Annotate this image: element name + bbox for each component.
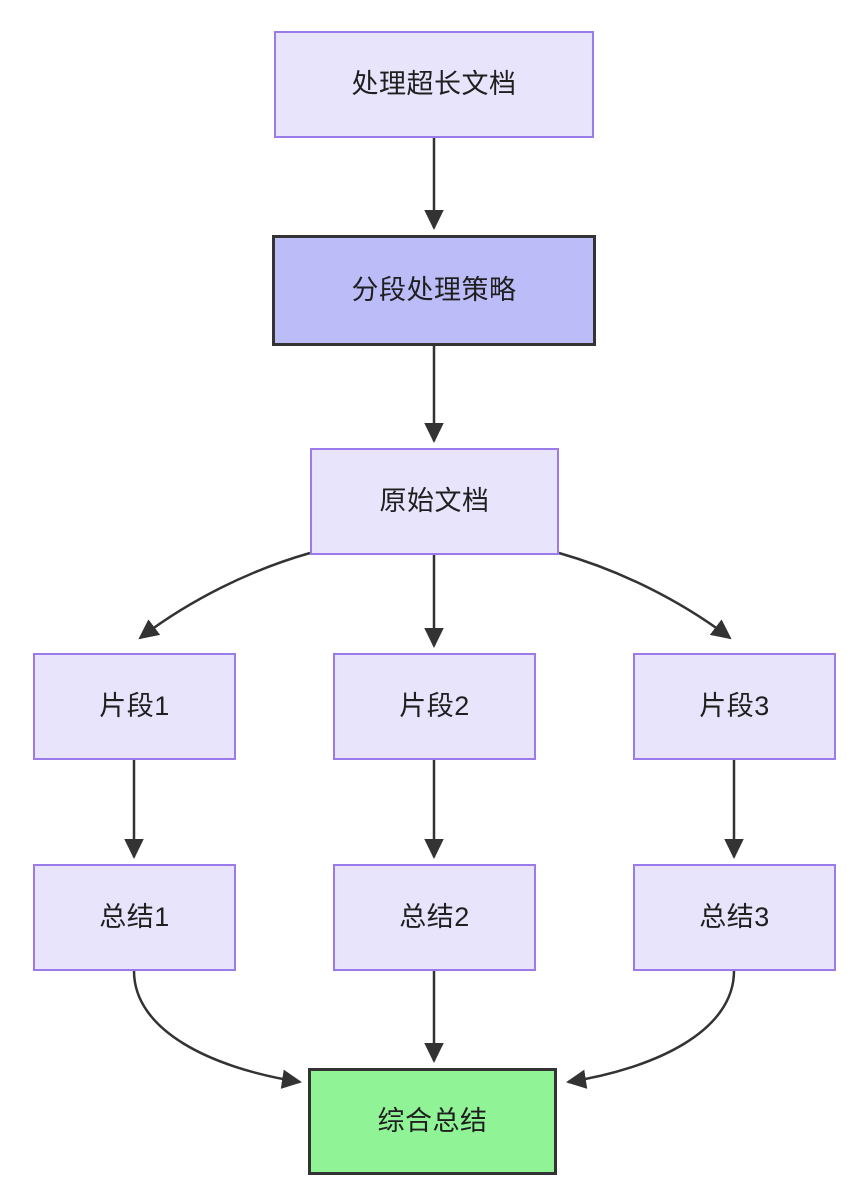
node-label: 片段1 <box>99 691 170 722</box>
node-process-long-document[interactable]: 处理超长文档 <box>274 31 594 138</box>
node-fragment-3[interactable]: 片段3 <box>633 653 836 760</box>
node-original-document[interactable]: 原始文档 <box>310 448 559 555</box>
edge-n3-n4 <box>138 551 311 640</box>
node-label: 综合总结 <box>377 1106 488 1137</box>
node-label: 处理超长文档 <box>351 69 517 100</box>
node-summary-1[interactable]: 总结1 <box>33 864 236 971</box>
node-label: 分段处理策略 <box>351 275 517 306</box>
node-fragment-2[interactable]: 片段2 <box>333 653 536 760</box>
node-summary-3[interactable]: 总结3 <box>633 864 836 971</box>
node-chunking-strategy[interactable]: 分段处理策略 <box>272 235 596 346</box>
node-label: 总结3 <box>699 902 770 933</box>
node-summary-2[interactable]: 总结2 <box>333 864 536 971</box>
node-final-summary[interactable]: 综合总结 <box>308 1068 557 1175</box>
node-fragment-1[interactable]: 片段1 <box>33 653 236 760</box>
edge-n7-n10 <box>132 970 302 1089</box>
node-label: 总结2 <box>399 902 470 933</box>
node-label: 总结1 <box>99 902 170 933</box>
node-label: 片段2 <box>399 691 470 722</box>
edge-n3-n6 <box>558 551 732 640</box>
edge-n9-n10 <box>566 970 736 1089</box>
node-label: 片段3 <box>699 691 770 722</box>
node-label: 原始文档 <box>379 486 490 517</box>
